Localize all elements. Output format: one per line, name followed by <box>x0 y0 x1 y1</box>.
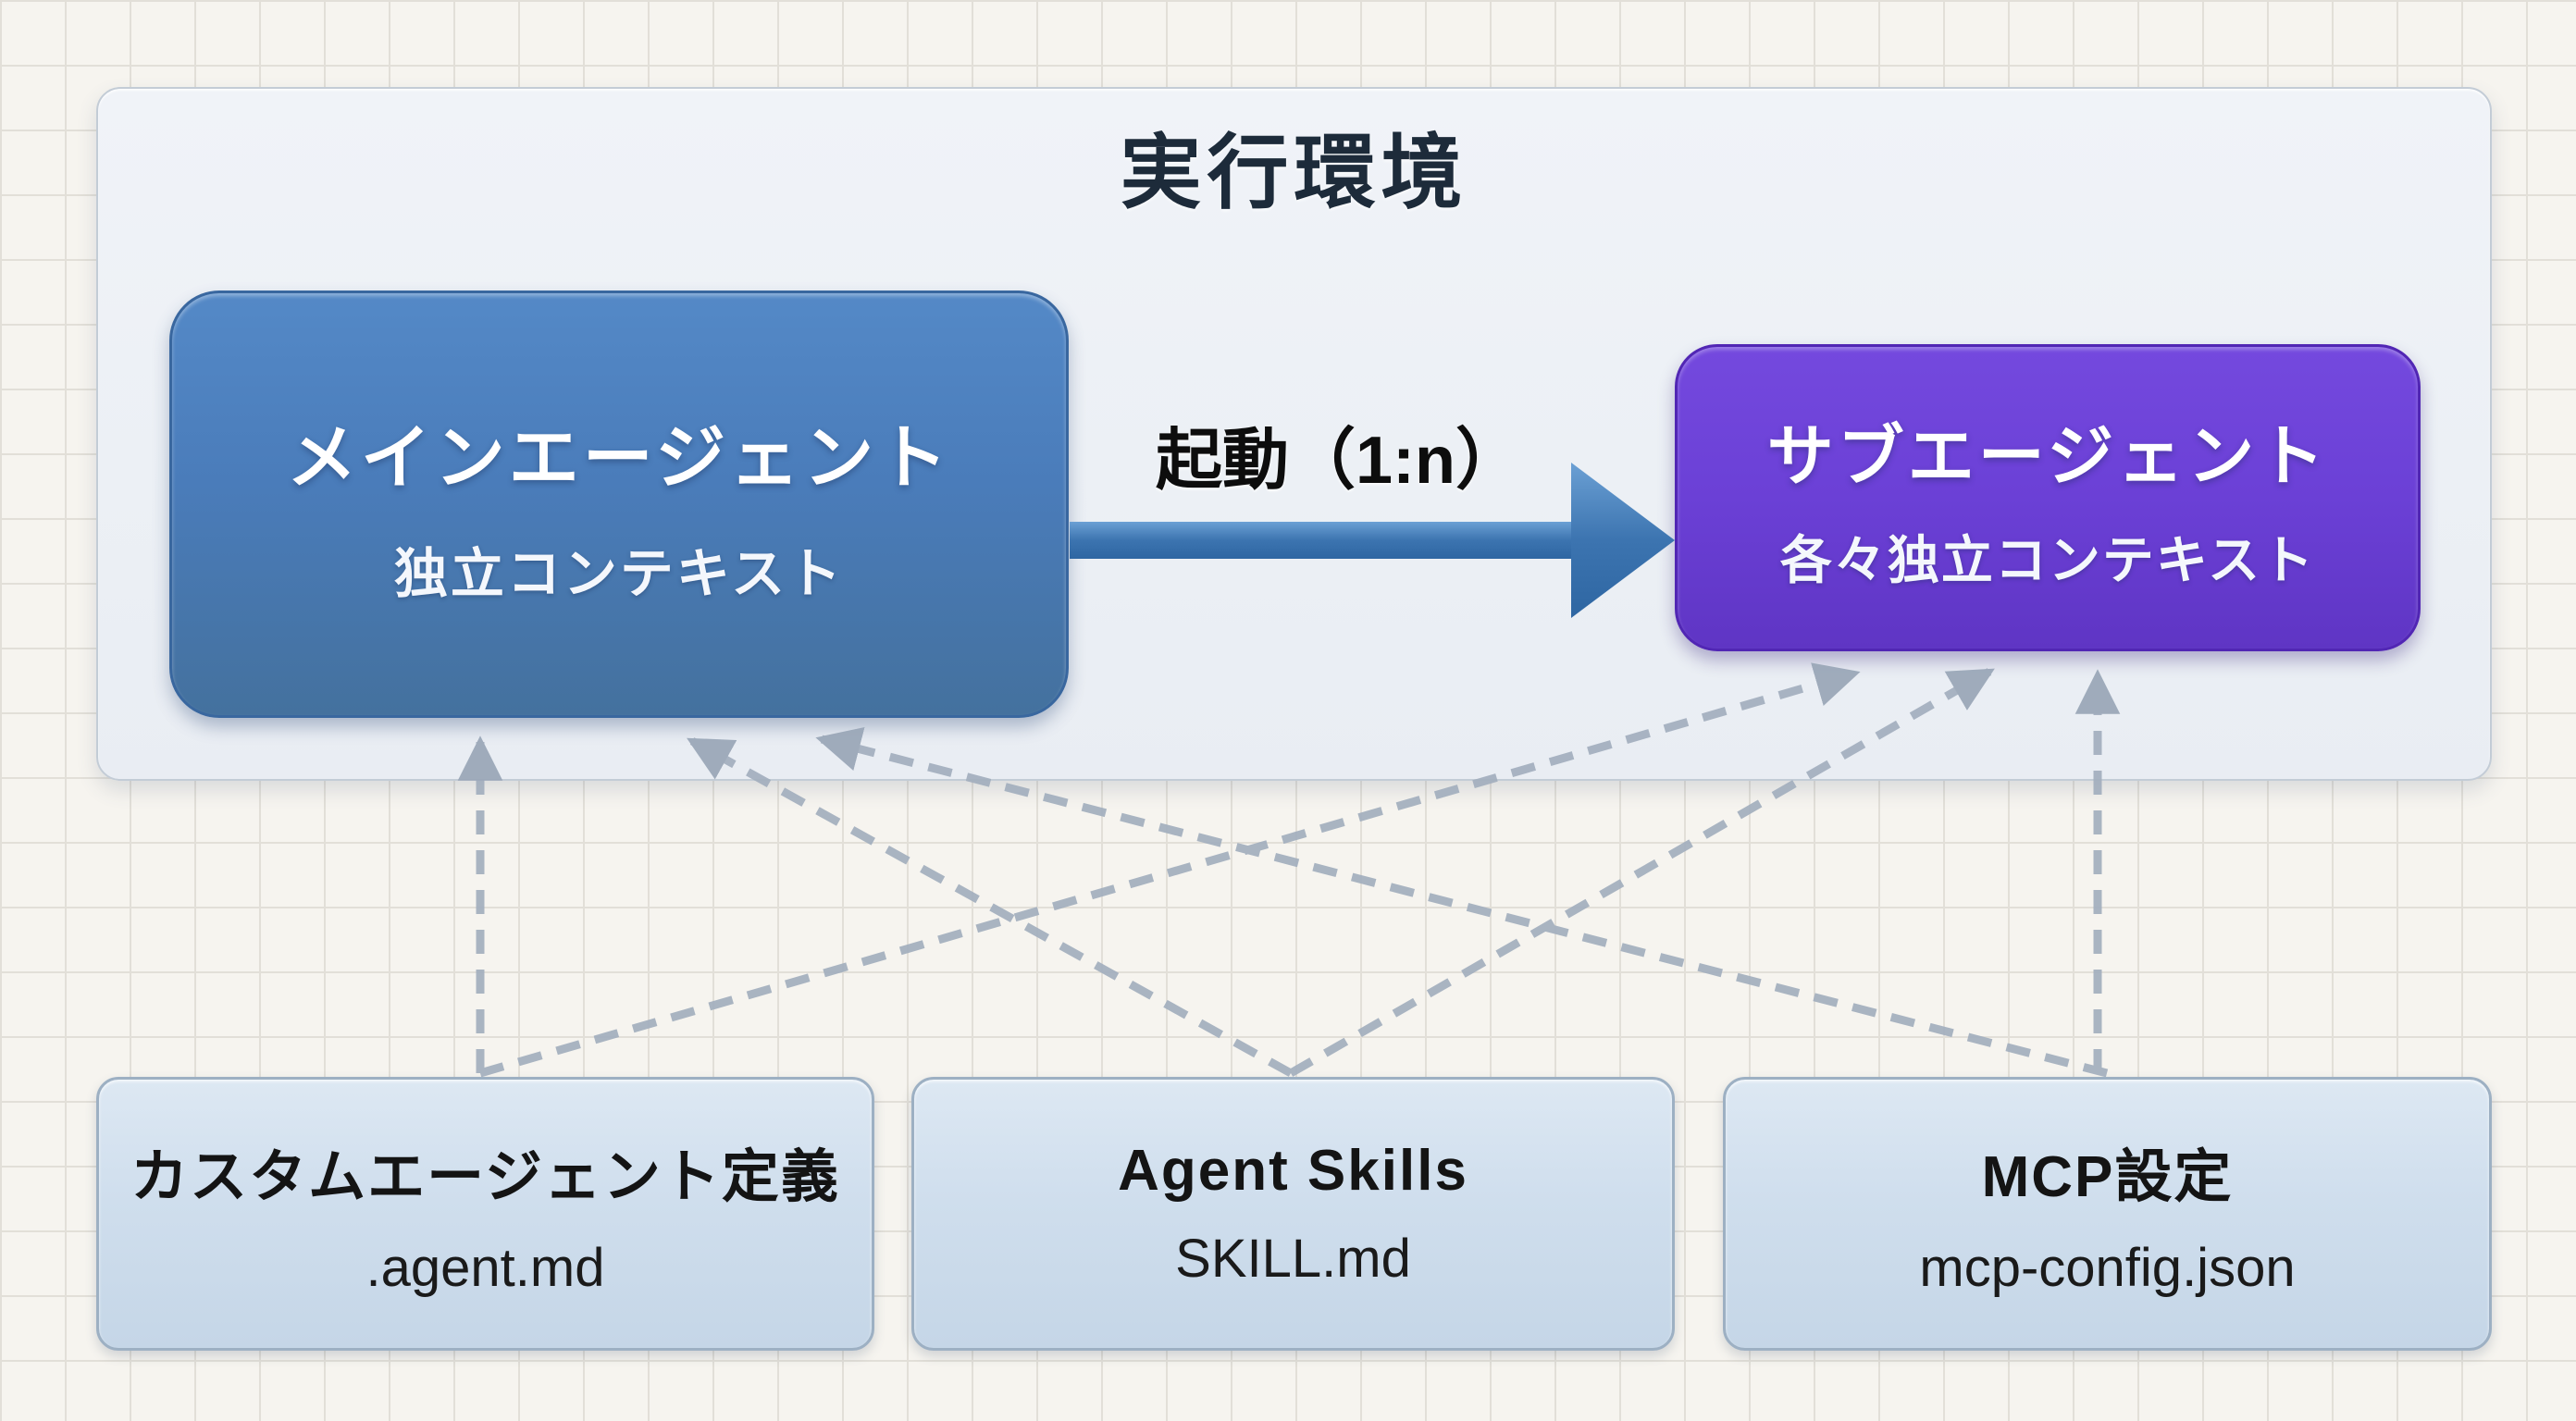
dashed-arrow-agent-skills-to-main-agent <box>687 737 1294 1077</box>
node-main-agent: メインエージェント 独立コンテキスト <box>169 290 1069 718</box>
main-agent-subtitle: 独立コンテキスト <box>393 544 845 604</box>
agent-skills-title: Agent Skills <box>1118 1139 1468 1203</box>
node-sub-agent: サブエージェント 各々独立コンテキスト <box>1675 344 2421 651</box>
sub-agent-title: サブエージェント <box>1766 420 2329 494</box>
main-agent-title: メインエージェント <box>286 419 952 498</box>
dashed-arrow-mcp-config-to-main-agent <box>815 726 2109 1078</box>
node-agent-skills: Agent Skills SKILL.md <box>911 1077 1675 1351</box>
node-custom-agent-definition: カスタムエージェント定義 .agent.md <box>96 1077 874 1351</box>
mcp-config-title: MCP設定 <box>1981 1144 2234 1209</box>
sub-agent-subtitle: 各々独立コンテキスト <box>1779 531 2316 589</box>
launch-arrow-label: 起動（1:n） <box>1155 424 1522 498</box>
agent-skills-filename: SKILL.md <box>1175 1229 1411 1289</box>
node-mcp-config: MCP設定 mcp-config.json <box>1723 1077 2492 1351</box>
custom-agent-definition-filename: .agent.md <box>365 1237 605 1298</box>
custom-agent-definition-title: カスタムエージェント定義 <box>130 1144 840 1209</box>
mcp-config-filename: mcp-config.json <box>1919 1237 2296 1298</box>
execution-environment-title: 実行環境 <box>1120 127 1468 218</box>
